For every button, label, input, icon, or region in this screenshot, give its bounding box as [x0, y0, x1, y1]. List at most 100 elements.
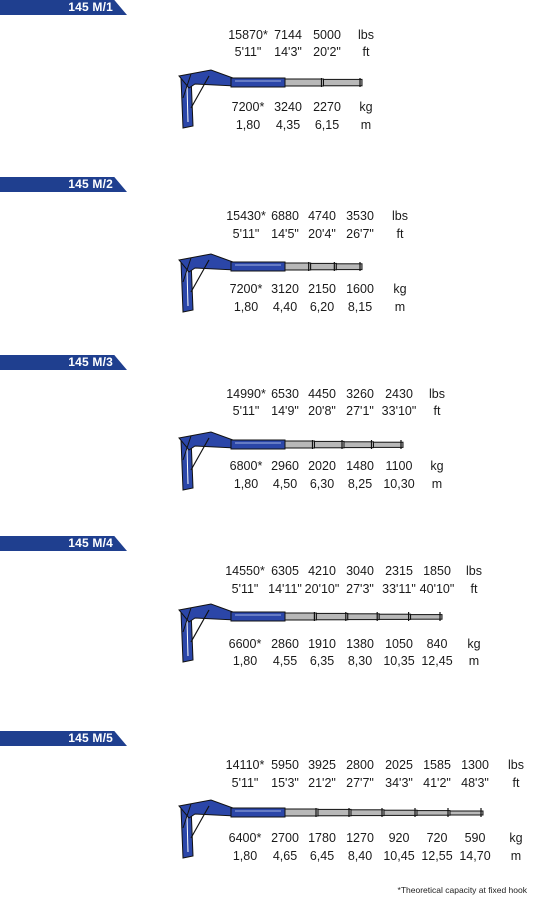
lbs-value: 5950 [271, 758, 299, 772]
unit-label: kg [430, 459, 444, 473]
m-value: 10,45 [383, 849, 415, 863]
kg-value: 3240 [274, 100, 302, 114]
kg-value: 1380 [346, 637, 374, 651]
crane-cylinder [190, 805, 210, 839]
m-value: 1,80 [232, 849, 258, 863]
unit-label: m [431, 477, 443, 491]
ft-value: 5'11" [232, 404, 260, 418]
unit-label: lbs [508, 758, 524, 772]
m-value: 1,80 [232, 654, 258, 668]
ft-value: 14'3" [274, 45, 302, 59]
lbs-value: 3925 [308, 758, 336, 772]
lbs-value: 1300 [461, 758, 489, 772]
unit-label: lbs [358, 28, 374, 42]
lbs-value: 5000 [313, 28, 341, 42]
unit-label: kg [467, 637, 481, 651]
ft-value: 14'11" [268, 582, 302, 596]
unit-label: ft [362, 45, 370, 59]
lbs-value: 4740 [308, 209, 336, 223]
kg-value: 6800* [229, 459, 263, 473]
crane-extension [347, 613, 380, 621]
lbs-value: 1850 [423, 564, 451, 578]
crane-diagram [178, 799, 484, 859]
kg-value: 840 [426, 637, 448, 651]
crane-extension [350, 809, 385, 817]
model-label: 145 M/3 [68, 355, 113, 369]
crane-cylinder [190, 437, 210, 471]
lbs-value: 4210 [308, 564, 336, 578]
m-value: 14,70 [459, 849, 491, 863]
ft-value: 20'8" [308, 404, 336, 418]
m-value: 1,80 [233, 477, 259, 491]
unit-label: m [360, 118, 372, 132]
crane-extension [284, 612, 317, 621]
crane-cylinder [190, 75, 210, 109]
model-band: 145 M/2 [0, 177, 127, 192]
crane-link [182, 257, 192, 283]
ft-value: 20'4" [308, 227, 336, 241]
crane-column-edge [186, 815, 189, 853]
crane-link [182, 803, 192, 829]
lbs-value: 6880 [271, 209, 299, 223]
ft-value: 33'10" [381, 404, 417, 418]
ft-value: 15'3" [271, 776, 299, 790]
crane-cylinder [190, 609, 210, 643]
lbs-value: 14990* [226, 387, 266, 401]
crane-column-edge [186, 447, 189, 485]
model-band: 145 M/4 [0, 536, 127, 551]
kg-value: 2700 [271, 831, 299, 845]
lbs-value: 2025 [385, 758, 413, 772]
unit-label: m [510, 849, 522, 863]
ft-value: 27'3" [346, 582, 374, 596]
crane-extension [378, 613, 412, 620]
unit-label: ft [433, 404, 441, 418]
kg-value: 1780 [308, 831, 336, 845]
m-value: 12,45 [421, 654, 453, 668]
model-band: 145 M/3 [0, 355, 127, 370]
crane-extension [373, 441, 404, 448]
kg-value: 590 [464, 831, 486, 845]
unit-label: ft [470, 582, 478, 596]
lbs-value: 3040 [346, 564, 374, 578]
m-value: 4,40 [272, 300, 298, 314]
crane-main-boom [230, 611, 286, 622]
ft-value: 41'2" [423, 776, 451, 790]
crane-diagram [178, 69, 363, 129]
crane-link [182, 435, 192, 461]
m-value: 12,55 [421, 849, 453, 863]
kg-value: 7200* [229, 282, 263, 296]
crane-extension [335, 263, 363, 271]
lbs-value: 6530 [271, 387, 299, 401]
crane-extension [284, 78, 324, 87]
crane-diagram [178, 431, 404, 491]
unit-label: lbs [392, 209, 408, 223]
crane-extension [315, 612, 349, 621]
lbs-value: 15430* [226, 209, 266, 223]
lbs-value: 1585 [423, 758, 451, 772]
crane-extension [343, 441, 374, 449]
kg-value: 920 [388, 831, 410, 845]
lbs-value: 14110* [225, 758, 265, 772]
unit-label: lbs [429, 387, 445, 401]
kg-value: 720 [426, 831, 448, 845]
m-value: 8,25 [347, 477, 373, 491]
kg-value: 7200* [231, 100, 265, 114]
crane-extension [284, 808, 319, 817]
m-value: 6,20 [309, 300, 335, 314]
crane-main-boom [230, 807, 286, 818]
ft-value: 14'9" [271, 404, 299, 418]
kg-value: 1050 [385, 637, 413, 651]
unit-label: ft [396, 227, 404, 241]
ft-value: 27'7" [346, 776, 374, 790]
m-value: 6,15 [314, 118, 340, 132]
m-value: 1,80 [235, 118, 261, 132]
crane-main-boom [230, 439, 286, 450]
crane-cylinder [190, 259, 210, 293]
ft-value: 20'2" [313, 45, 341, 59]
unit-label: lbs [466, 564, 482, 578]
ft-value: 5'11" [234, 45, 262, 59]
lbs-value: 4450 [308, 387, 336, 401]
m-value: 6,45 [309, 849, 335, 863]
m-value: 8,15 [347, 300, 373, 314]
crane-diagram [178, 603, 443, 663]
